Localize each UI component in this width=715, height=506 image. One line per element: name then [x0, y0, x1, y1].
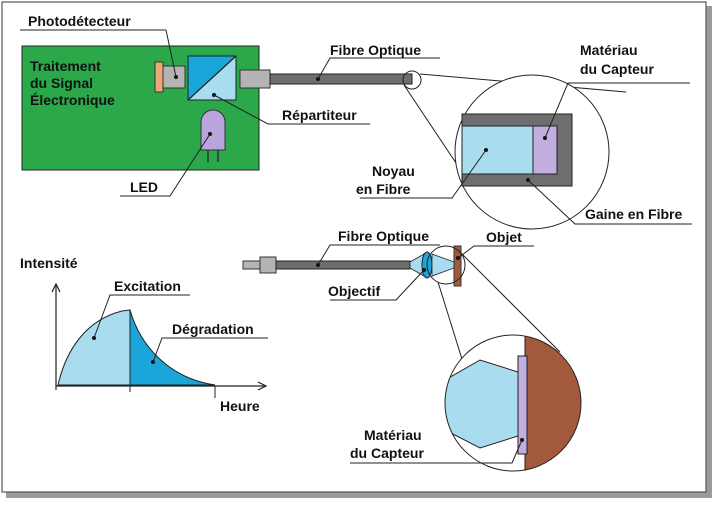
- excitation-label: Excitation: [114, 278, 181, 294]
- photodetector-label: Photodétecteur: [28, 13, 131, 29]
- core-label-line2: en Fibre: [356, 181, 411, 197]
- excitation-leader: [93, 294, 190, 339]
- fiber-optic-bottom-label: Fibre Optique: [338, 228, 429, 244]
- core-label-line1: Noyau: [372, 163, 415, 179]
- zoom-circle-bottom: [444, 334, 582, 472]
- sensor-material-bottom-label-line2: du Capteur: [350, 445, 424, 461]
- cladding-label: Gaine en Fibre: [585, 206, 682, 222]
- light-cone-zoomed: [445, 359, 519, 449]
- sensor-material-top-label-line1: Matériau: [580, 42, 638, 58]
- objective-label: Objectif: [328, 283, 380, 299]
- object-leader: [457, 245, 534, 259]
- intensity-axis-label: Intensité: [20, 255, 78, 271]
- fiber-top-leader: [317, 57, 440, 80]
- time-axis-label: Heure: [220, 398, 260, 414]
- sensor-material-top-label-line2: du Capteur: [580, 61, 654, 77]
- fiber-bottom-connector-stub: [242, 260, 261, 270]
- core-leader: [360, 149, 487, 199]
- fiber-optic-cable-bottom: [275, 260, 411, 270]
- photodetector-leader: [165, 29, 177, 78]
- graph-y-arrow: [51, 282, 61, 293]
- degradation-label: Dégradation: [172, 321, 254, 337]
- signal-processing-label-line3: Électronique: [30, 92, 115, 108]
- sensor-top-leader: [544, 82, 690, 139]
- fiber-bottom-leader: [317, 244, 440, 266]
- degradation-area: [129, 309, 216, 386]
- excitation-area: [57, 309, 131, 386]
- sensor-material-bottom: [517, 355, 528, 455]
- cladding-leader: [527, 179, 692, 225]
- sensor-material-bottom-label-line1: Matériau: [364, 427, 422, 443]
- signal-processing-label-line1: Traitement: [30, 58, 101, 74]
- sensor-bottom-leader: [350, 439, 523, 464]
- led-leader: [120, 133, 211, 197]
- fiber-optic-top-label: Fibre Optique: [330, 42, 421, 58]
- signal-processing-label-line2: du Signal: [30, 75, 93, 91]
- beam-splitter-diagonal: [187, 55, 237, 101]
- photodetector-pins: [154, 61, 164, 93]
- object-label: Objet: [486, 229, 522, 245]
- beam-splitter-outline: [187, 55, 237, 101]
- fiber-bottom-connector: [259, 256, 277, 274]
- objective-leader: [330, 269, 425, 301]
- zoom-source-top: [402, 70, 422, 90]
- fiber-optic-cable: [269, 73, 413, 85]
- led-label: LED: [130, 179, 158, 195]
- zoom-source-bottom: [426, 245, 466, 285]
- splitter-leader: [213, 94, 370, 125]
- fiber-connector: [239, 69, 271, 89]
- object: [453, 245, 462, 287]
- graph-x-arrow: [257, 381, 268, 391]
- degradation-leader: [152, 337, 268, 363]
- sensor-material-top: [532, 125, 558, 175]
- led-body: [200, 109, 226, 151]
- zoom-line-bottom-b: [457, 249, 561, 353]
- splitter-label: Répartiteur: [282, 107, 357, 123]
